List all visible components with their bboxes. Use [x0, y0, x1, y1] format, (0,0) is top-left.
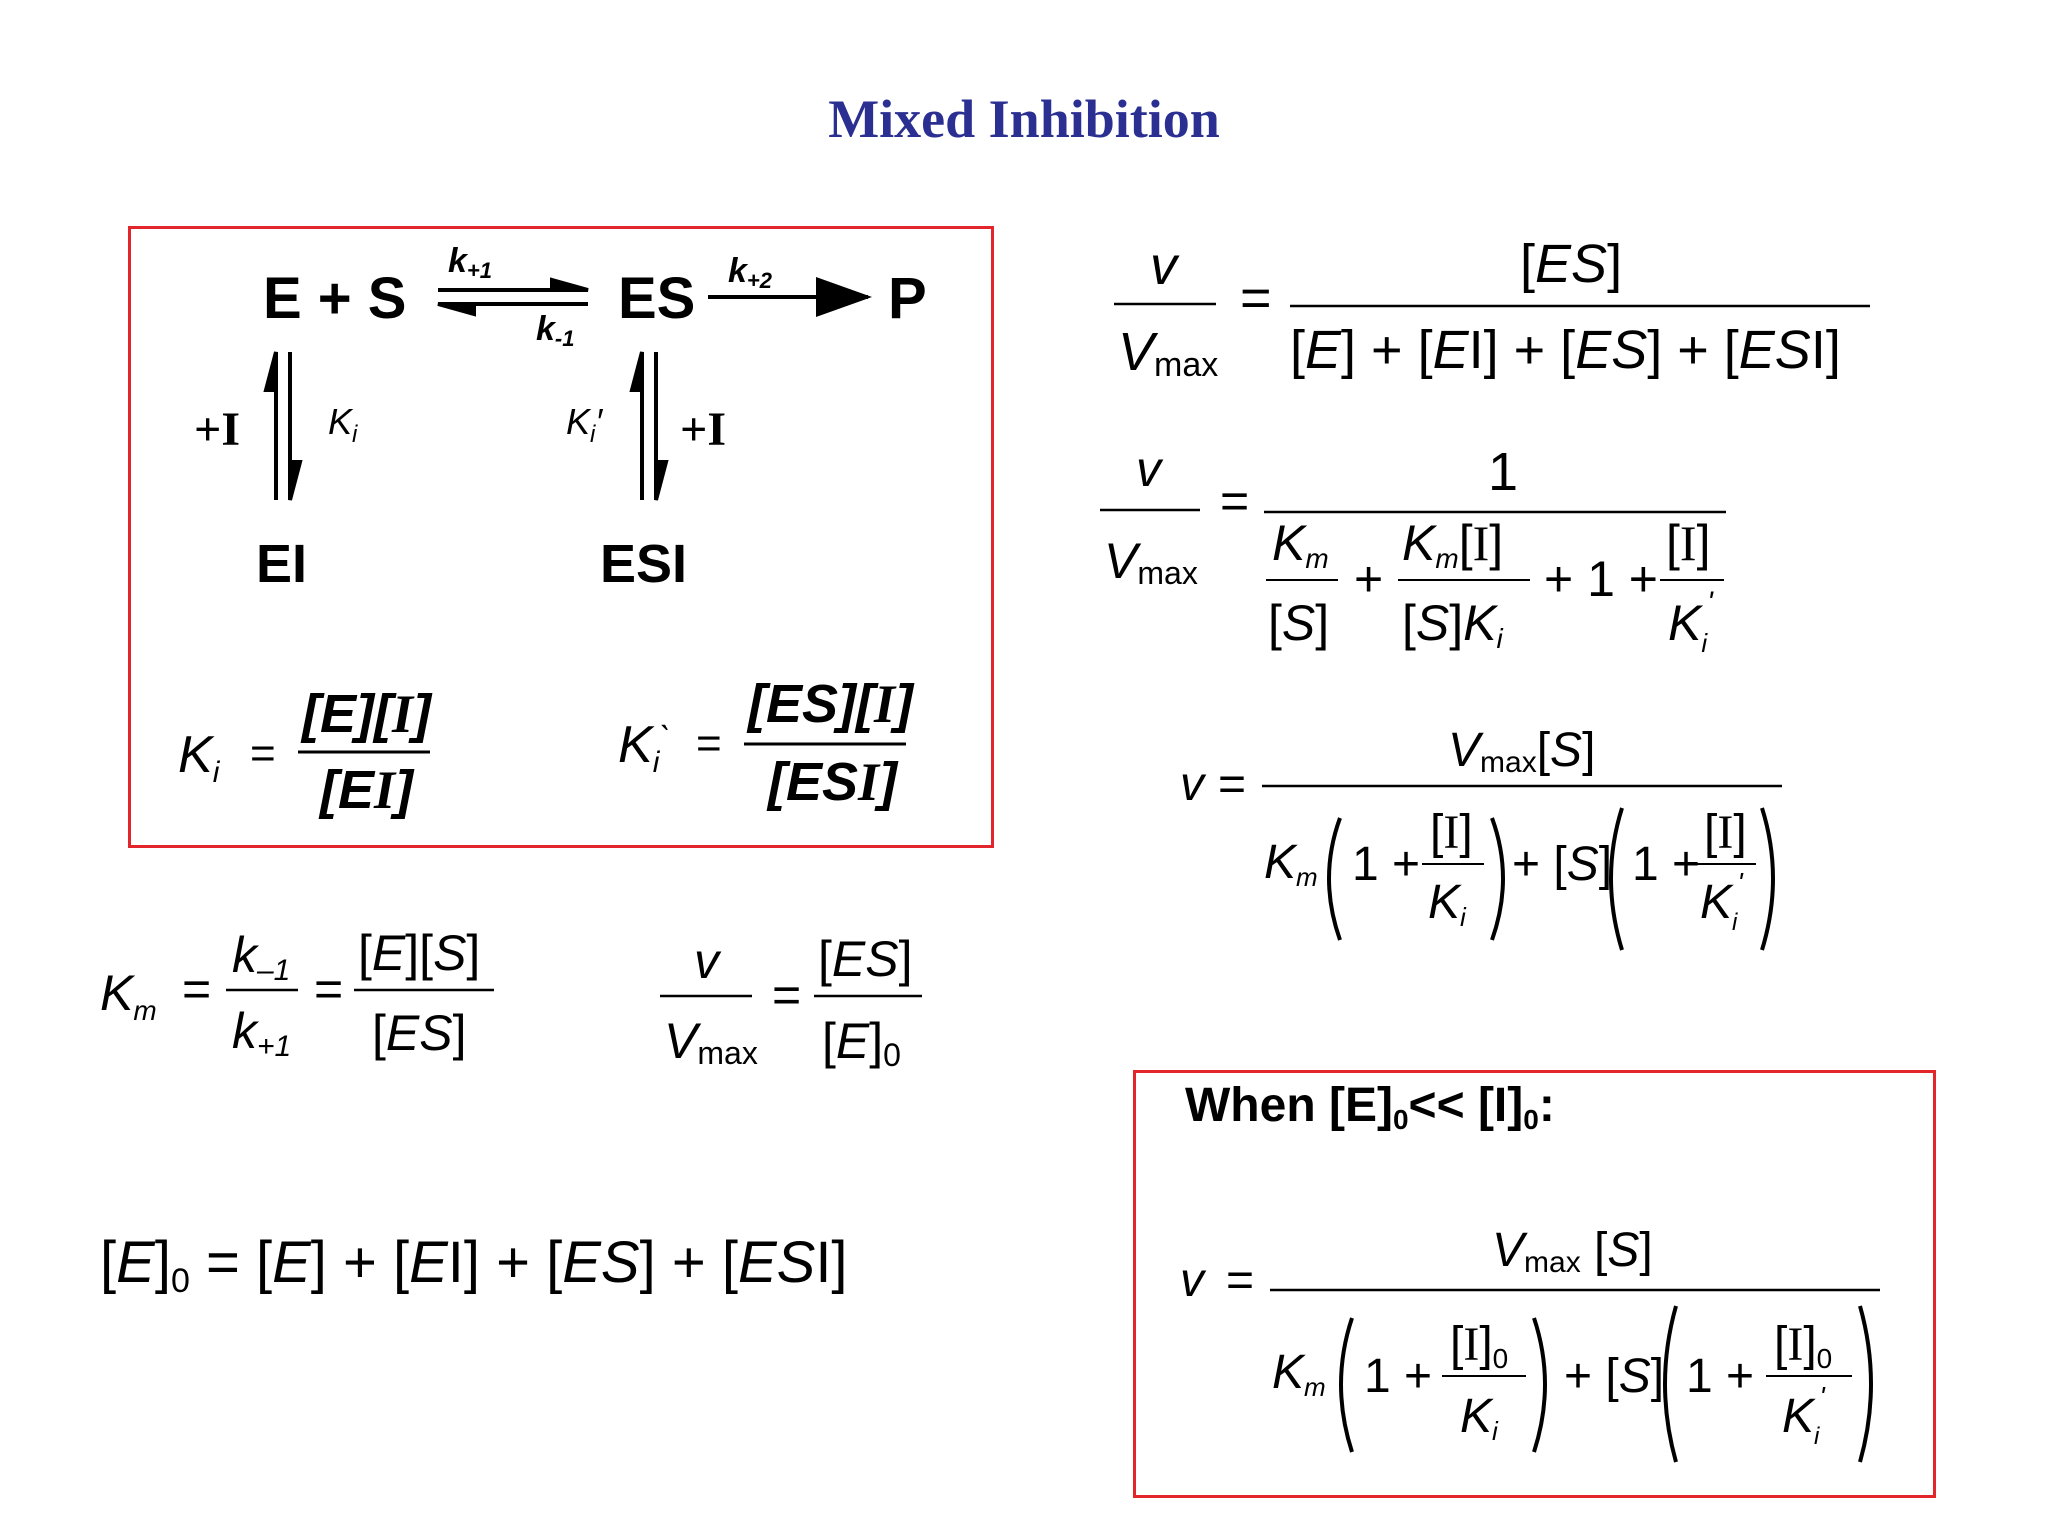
svg-text:v: v [694, 933, 722, 989]
product-label: P [888, 266, 927, 331]
condition-label: When [E]0<< [I]0: [1185, 1079, 1555, 1135]
svg-text:1 +: 1 + [1364, 1350, 1432, 1403]
svg-text:[I]0: [I]0 [1774, 1318, 1832, 1374]
svg-text:=: = [696, 719, 722, 768]
svg-text:[E]0 = [E] + [EI] + [ES] + [ES: [E]0 = [E] + [EI] + [ES] + [ESI] [100, 1230, 848, 1300]
reaction-scheme: E + S ES P EI ESI [256, 266, 927, 594]
svg-text:[I]: [I] [1704, 806, 1747, 859]
svg-text:Km: Km [1272, 1346, 1326, 1402]
svg-text:Ki': Ki' [1700, 867, 1744, 936]
svg-text:+ 1 +: + 1 + [1544, 551, 1658, 607]
svg-text:1 +: 1 + [1632, 838, 1700, 891]
svg-text:[ES]: [ES] [1520, 234, 1622, 294]
svg-text:Vmax: Vmax [1104, 533, 1198, 591]
svg-text:v: v [1136, 441, 1164, 497]
svg-text:Ki': Ki' [1668, 586, 1714, 658]
svg-text:[E][I]: [E][I] [300, 684, 433, 744]
svg-text:Ki: Ki [1428, 876, 1467, 932]
v-vmax-expanded: v Vmax = 1 Km [S] + Km[I] [S]Ki + 1 + [I… [1100, 441, 1726, 658]
equilibrium-arrow-left [263, 351, 303, 501]
svg-text:=: = [182, 961, 211, 1017]
svg-text:[E]0: [E]0 [822, 1013, 901, 1073]
inhibitor-left: +I [194, 403, 240, 456]
esi-label: ESI [600, 534, 687, 594]
svg-text:Km: Km [100, 965, 157, 1026]
ki-definition: Ki = [E][I] [EI] [178, 684, 433, 820]
v-vmax-full: v Vmax = [ES] [E] + [EI] + [ES] + [ESI] [1114, 234, 1870, 384]
svg-text:+ [S]: + [S] [1564, 1350, 1664, 1403]
svg-text:1 +: 1 + [1686, 1350, 1754, 1403]
svg-text:=: = [1218, 758, 1246, 811]
svg-text:[ES][I]: [ES][I] [746, 674, 915, 734]
svg-text:[ES]: [ES] [372, 1005, 467, 1061]
inhibitor-right: +I [680, 403, 726, 456]
svg-text:[S]: [S] [1268, 595, 1329, 651]
svg-text:Km: Km [1264, 836, 1318, 892]
ki-prime-constant-label: Ki′ [566, 401, 603, 448]
svg-text:Km[I]: Km[I] [1402, 515, 1503, 574]
svg-text:[S]Ki: [S]Ki [1402, 595, 1504, 654]
svg-text:+: + [1354, 551, 1383, 607]
svg-text:=: = [1226, 1254, 1254, 1307]
svg-text:=: = [314, 961, 343, 1017]
reactants-label: E + S [263, 266, 406, 331]
v-mixed-approx-equation: v = Vmax [S] Km 1 + [I]0 Ki + [S] 1 + [I… [1180, 1224, 1880, 1463]
svg-text:=: = [1220, 473, 1249, 529]
enzyme-conservation: [E]0 = [E] + [EI] + [ES] + [ESI] [100, 1230, 848, 1300]
ki-prime-definition: Ki` = [ES][I] [ESI] [618, 674, 915, 812]
svg-text:Vmax: Vmax [1118, 322, 1218, 384]
svg-text:[E] + [EI] + [ES] + [ESI]: [E] + [EI] + [ES] + [ESI] [1290, 320, 1841, 380]
svg-text:[EI]: [EI] [318, 760, 415, 820]
equilibrium-arrow-1 [437, 277, 589, 317]
equilibrium-arrow-right [629, 351, 669, 501]
svg-text:Vmax [S]: Vmax [S] [1492, 1224, 1653, 1279]
svg-text:[I]0: [I]0 [1450, 1318, 1508, 1374]
v-mixed-equation: v = Vmax[S] Km 1 + [I] Ki + [S] 1 + [I] … [1180, 724, 1782, 951]
svg-text:Km: Km [1272, 515, 1329, 574]
svg-text:[E][S]: [E][S] [358, 925, 480, 981]
svg-text:[ESI]: [ESI] [766, 752, 899, 812]
svg-text:[I]: [I] [1430, 806, 1473, 859]
svg-text:k–1: k–1 [232, 927, 290, 987]
svg-text:v: v [1180, 758, 1207, 811]
svg-text:k+1: k+1 [232, 1003, 291, 1063]
approximation-box [1133, 1070, 1936, 1498]
svg-text:Vmax: Vmax [664, 1013, 758, 1071]
rate-k-plus2: k+2 [728, 252, 773, 293]
ei-label: EI [256, 534, 307, 594]
svg-text:v: v [1180, 1254, 1207, 1307]
svg-text:Ki': Ki' [1782, 1381, 1826, 1450]
reaction-scheme-box [128, 226, 994, 848]
km-definition: Km = k–1 k+1 = [E][S] [ES] [100, 925, 494, 1063]
svg-text:[I]: [I] [1666, 515, 1710, 571]
svg-text:Ki: Ki [1460, 1390, 1499, 1446]
svg-text:=: = [772, 967, 801, 1023]
svg-text:1 +: 1 + [1352, 838, 1420, 891]
svg-text:1: 1 [1488, 442, 1518, 502]
svg-text:+ [S]: + [S] [1512, 838, 1612, 891]
svg-text:Ki: Ki [178, 726, 221, 789]
rate-k-plus1: k+1 [448, 242, 492, 283]
svg-text:=: = [1240, 268, 1272, 328]
svg-text:Ki`: Ki` [618, 716, 671, 779]
rate-k-minus1: k-1 [536, 310, 574, 351]
svg-text:Vmax[S]: Vmax[S] [1448, 724, 1595, 779]
svg-text:=: = [250, 729, 276, 778]
page-title: Mixed Inhibition [828, 89, 1220, 149]
v-vmax-simple: v Vmax = [ES] [E]0 [660, 931, 922, 1073]
es-label: ES [618, 266, 695, 331]
svg-text:v: v [1150, 236, 1180, 296]
svg-text:[ES]: [ES] [818, 931, 913, 987]
ki-constant-label: Ki [328, 401, 358, 448]
